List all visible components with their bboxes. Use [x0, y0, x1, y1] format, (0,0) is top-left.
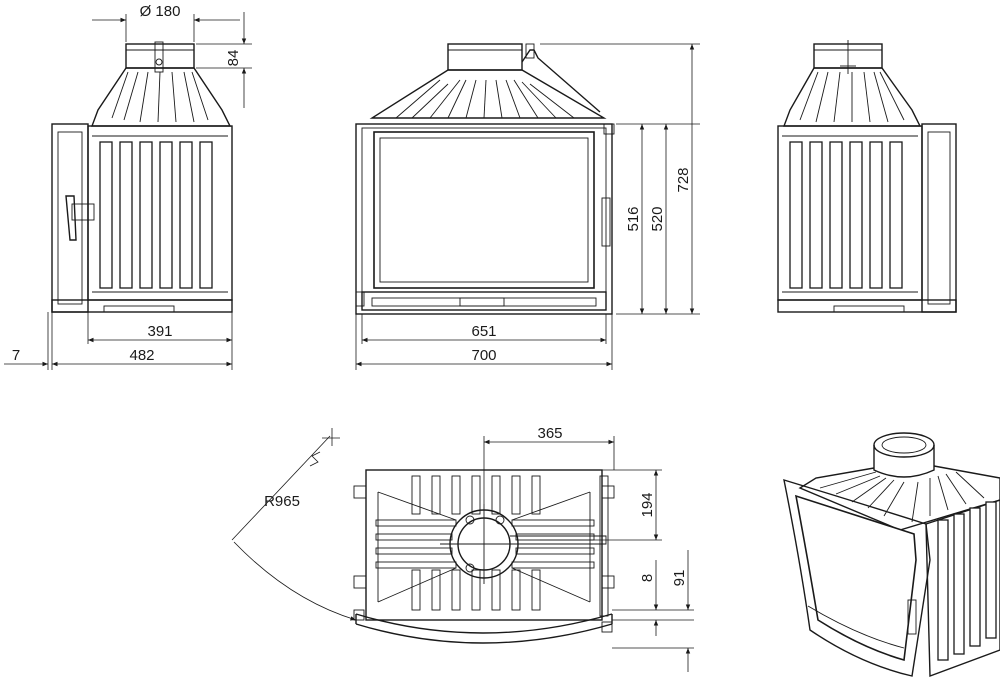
dim-top-radius: R965 — [264, 493, 300, 510]
dim-top-gap-8: 8 — [639, 574, 656, 582]
dim-top-offset: 365 — [537, 425, 562, 442]
isometric-view — [783, 432, 1000, 677]
top-view — [353, 469, 615, 644]
dim-flue-diameter: Ø 180 — [140, 3, 181, 20]
dim-side-width-inner: 391 — [147, 323, 172, 340]
dim-side-offset: 7 — [12, 347, 20, 364]
front-view — [355, 43, 615, 315]
dim-height-total: 728 — [675, 167, 692, 192]
dim-height-516: 516 — [625, 206, 642, 231]
dimension-labels: Ø 180 84 391 482 7 651 700 516 520 728 3… — [12, 3, 692, 586]
dimension-lines — [4, 12, 700, 672]
dim-front-width-inner: 651 — [471, 323, 496, 340]
dim-height-520: 520 — [649, 206, 666, 231]
side-view-right — [777, 40, 957, 313]
dim-front-width-total: 700 — [471, 347, 496, 364]
dim-flue-height: 84 — [225, 50, 242, 67]
side-view-left — [51, 41, 233, 313]
dim-side-width-total: 482 — [129, 347, 154, 364]
dim-top-gap-91: 91 — [671, 570, 688, 587]
dim-top-depth: 194 — [639, 492, 656, 517]
